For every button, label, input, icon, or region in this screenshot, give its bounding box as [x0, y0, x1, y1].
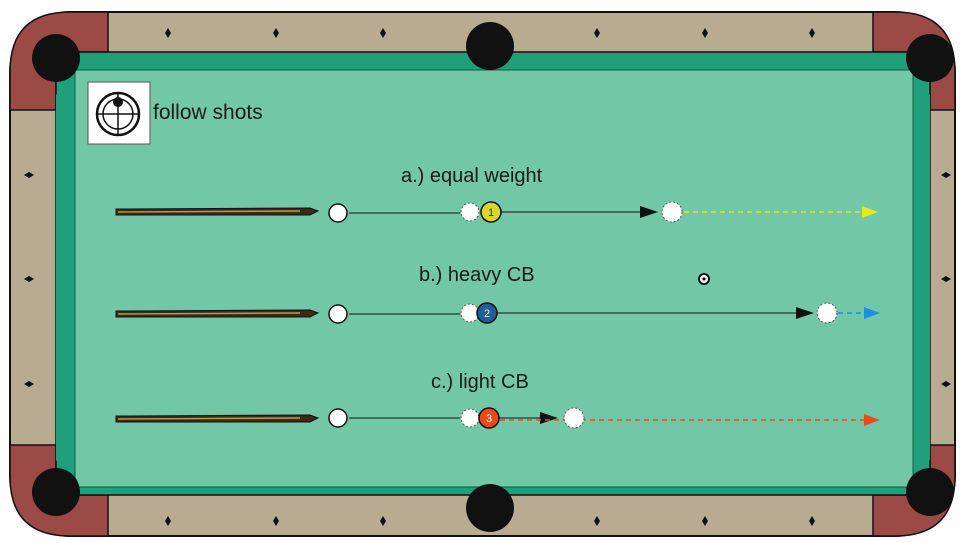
cue-ball-final: [564, 408, 584, 428]
pocket-bottom-middle: [466, 484, 514, 532]
ghost-ball-contact: [461, 203, 479, 221]
cue-ball: [329, 305, 347, 323]
ghost-ball-contact: [461, 409, 479, 427]
object-ball-number: 2: [484, 308, 490, 320]
cue-ball-final: [662, 202, 682, 222]
cue-ball-final: [817, 303, 837, 323]
pocket-top-right: [906, 34, 954, 82]
object-ball-number: 3: [486, 413, 492, 425]
shot-label: b.) heavy CB: [419, 264, 535, 286]
shot-label: a.) equal weight: [401, 165, 543, 187]
cue-ball: [329, 204, 347, 222]
follow-target-icon: [96, 92, 140, 136]
legend-text: follow shots: [153, 101, 263, 124]
pocket-bottom-right: [906, 468, 954, 516]
pocket-bottom-left: [32, 468, 80, 516]
cue-ball: [329, 409, 347, 427]
pocket-top-middle: [466, 22, 514, 70]
object-ball-number: 1: [488, 207, 494, 219]
pocket-top-left: [32, 34, 80, 82]
shot-label: c.) light CB: [431, 371, 529, 393]
small-ball-marker: [699, 274, 709, 284]
